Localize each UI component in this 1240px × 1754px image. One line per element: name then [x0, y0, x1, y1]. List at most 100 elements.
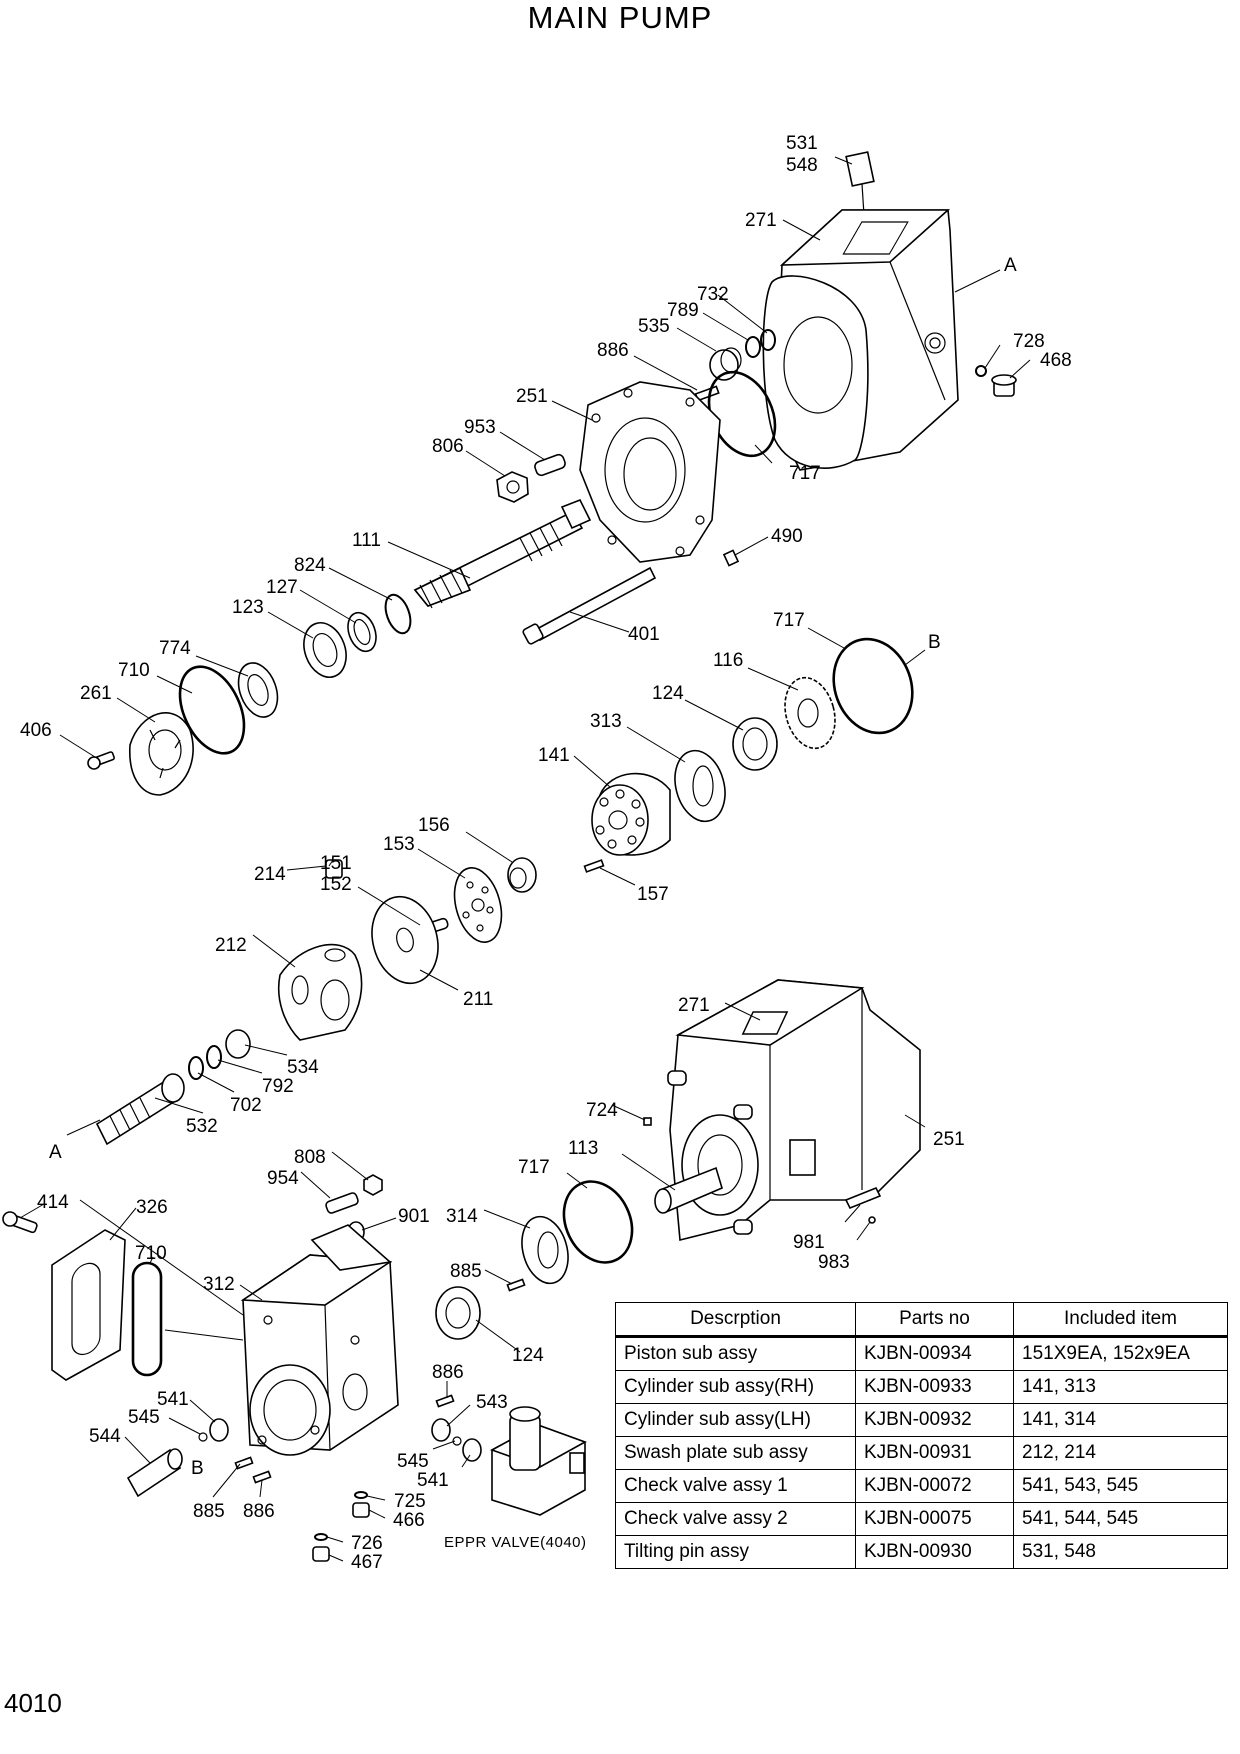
cell-description: Tilting pin assy [615, 1535, 856, 1569]
callout-885: 885 [450, 1261, 482, 1282]
callout-724: 724 [586, 1100, 618, 1121]
part-116-gear [784, 676, 836, 750]
part-271-housing-lower [667, 979, 921, 1242]
callout-548: 548 [786, 155, 818, 176]
part-123-roller-bearing [303, 622, 347, 678]
part-808-nut [363, 1174, 383, 1196]
callout-261: 261 [80, 683, 112, 704]
callout-124: 124 [512, 1345, 544, 1366]
callout-717: 717 [789, 463, 821, 484]
callout-212: 212 [215, 935, 247, 956]
page-number: 4010 [4, 1688, 62, 1718]
callout-b: B [191, 1458, 204, 1479]
callout-728: 728 [1013, 331, 1045, 352]
table-row: Cylinder sub assy(RH) KJBN-00933 141, 31… [615, 1370, 1228, 1404]
part-774-oil-seal [237, 662, 279, 718]
callout-789: 789 [667, 300, 699, 321]
part-726-oring [314, 1533, 328, 1541]
part-728-468-plug [975, 365, 1017, 397]
part-724-plug [643, 1117, 652, 1126]
part-981-name-plate [844, 1186, 882, 1210]
part-543-check-valve [431, 1418, 451, 1442]
table-row: Piston sub assy KJBN-00934 151X9EA, 152x… [615, 1336, 1228, 1371]
callout-a: A [49, 1142, 62, 1163]
part-414-screw [2, 1211, 38, 1234]
callout-127: 127 [266, 577, 298, 598]
cell-parts-no: KJBN-00934 [855, 1336, 1014, 1371]
part-261-seal-cover [129, 712, 194, 796]
callout-116: 116 [713, 650, 743, 671]
part-534-stopper [225, 1029, 251, 1059]
part-401-bolt [522, 566, 657, 645]
part-717-oring-lower [562, 1180, 634, 1264]
table-row: Check valve assy 2 KJBN-00075 541, 544, … [615, 1502, 1228, 1536]
part-531-tilting-pin [845, 151, 875, 216]
callout-886: 886 [432, 1362, 464, 1383]
callout-312: 312 [203, 1274, 235, 1295]
cell-description: Cylinder sub assy(LH) [615, 1403, 856, 1437]
eppr-valve-label: EPPR VALVE(4040) [444, 1534, 587, 1551]
part-211-shoe-plate [371, 895, 439, 985]
cell-included: 541, 544, 545 [1013, 1502, 1228, 1536]
column-header-parts-no: Parts no [855, 1302, 1014, 1338]
callout-406: 406 [20, 720, 52, 741]
callout-774: 774 [159, 638, 191, 659]
callout-702: 702 [230, 1095, 262, 1116]
callout-251: 251 [516, 386, 548, 407]
part-544-check-valve [126, 1448, 183, 1498]
table-row: Cylinder sub assy(LH) KJBN-00932 141, 31… [615, 1403, 1228, 1437]
callout-141: 141 [538, 745, 570, 766]
callout-885: 885 [193, 1501, 225, 1522]
callout-732: 732 [697, 284, 729, 305]
table-header-row: Descrption Parts no Included item [615, 1302, 1228, 1338]
callout-953: 953 [464, 417, 496, 438]
cell-included: 541, 543, 545 [1013, 1469, 1228, 1503]
callout-214: 214 [254, 864, 286, 885]
part-466-plug [352, 1502, 370, 1518]
cell-parts-no: KJBN-00072 [855, 1469, 1014, 1503]
part-271-housing-upper [762, 209, 959, 471]
callout-806: 806 [432, 436, 464, 457]
callout-544: 544 [89, 1426, 121, 1447]
callout-541: 541 [417, 1470, 449, 1491]
cell-included: 141, 314 [1013, 1403, 1228, 1437]
part-212-swash-plate [277, 943, 363, 1041]
callout-211: 211 [463, 989, 493, 1010]
part-532-servo-piston [95, 1073, 185, 1146]
callout-labels: 531 548 271 A 732 789 535 728 468 886 25… [20, 133, 1072, 1573]
part-124-bearing-upper [732, 717, 778, 771]
part-702-oring [188, 1056, 204, 1080]
callout-a: A [1004, 255, 1017, 276]
callout-808: 808 [294, 1147, 326, 1168]
part-113-shaft [654, 1166, 723, 1214]
callout-726: 726 [351, 1533, 383, 1554]
callout-401: 401 [628, 624, 660, 645]
callout-710: 710 [118, 660, 150, 681]
callout-468: 468 [1040, 350, 1072, 371]
cell-description: Swash plate sub assy [615, 1436, 856, 1470]
cell-parts-no: KJBN-00930 [855, 1535, 1014, 1569]
callout-531: 531 [786, 133, 818, 154]
cell-included: 212, 214 [1013, 1436, 1228, 1470]
part-953-set-screw [534, 453, 566, 477]
callout-271: 271 [678, 995, 710, 1016]
callout-717: 717 [773, 610, 805, 631]
callout-124: 124 [652, 683, 684, 704]
cell-parts-no: KJBN-00933 [855, 1370, 1014, 1404]
part-545-ball-right [452, 1436, 462, 1446]
parts-table: Descrption Parts no Included item Piston… [615, 1302, 1228, 1569]
part-792-backup-ring [206, 1045, 222, 1069]
part-406-screw [87, 751, 115, 770]
part-eppr-valve [490, 1406, 587, 1516]
part-885-pin-middle [506, 1278, 526, 1292]
part-806-nut [496, 471, 529, 503]
callout-271: 271 [745, 210, 777, 231]
part-467-plug [312, 1546, 330, 1562]
callout-467: 467 [351, 1552, 383, 1573]
callout-314: 314 [446, 1206, 478, 1227]
part-710-oring-lower [131, 1261, 163, 1377]
cell-description: Check valve assy 2 [615, 1502, 856, 1536]
part-124-bearing-lower [435, 1286, 481, 1340]
part-157-spring [583, 859, 605, 873]
callout-886: 886 [597, 340, 629, 361]
